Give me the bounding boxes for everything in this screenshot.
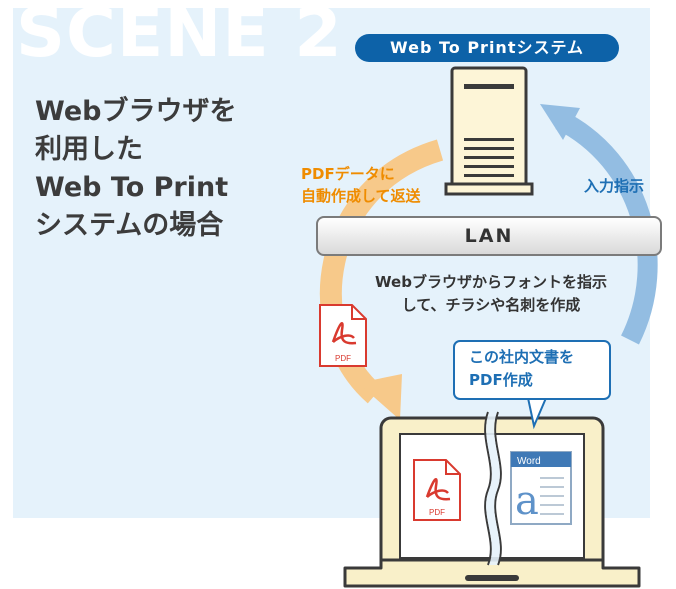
break-line	[484, 411, 492, 566]
instruction-label: 入力指示	[584, 177, 645, 195]
heading-line-2: 利用した	[35, 134, 143, 165]
word-document-icon: Word a	[510, 451, 572, 525]
description-line-2: して、チラシや名刺を作成	[401, 296, 581, 314]
description-text: Webブラウザからフォントを指示 して、チラシや名刺を作成	[336, 271, 646, 317]
word-icon-title: Word	[517, 456, 541, 467]
word-icon-glyph: a	[515, 478, 539, 524]
heading-line-3: Web To Print	[35, 172, 229, 203]
speech-bubble: この社内文書を PDF作成	[453, 340, 611, 400]
bubble-line-1: この社内文書を	[469, 348, 575, 366]
return-label: PDFデータに 自動作成して返送	[301, 163, 421, 207]
heading-line-4: システムの場合	[35, 210, 224, 241]
return-arrowhead	[358, 374, 402, 420]
instruction-arrowhead	[540, 104, 580, 140]
description-line-1: Webブラウザからフォントを指示	[375, 273, 607, 291]
pdf-file-icon: PDF	[319, 304, 367, 367]
laptop-pdf-icon: PDF	[413, 459, 461, 521]
svg-text:PDF: PDF	[429, 508, 445, 517]
server-icon	[444, 66, 534, 196]
return-label-line-2: 自動作成して返送	[301, 187, 421, 205]
instruction-arrow	[555, 111, 658, 345]
lan-bar: LAN	[316, 216, 662, 256]
system-badge: Web To Printシステム	[355, 34, 619, 62]
scene-heading: Webブラウザを 利用した Web To Print システムの場合	[35, 93, 236, 245]
scene-label: SCENE 2	[16, 0, 343, 73]
laptop-icon: PDF Word a	[343, 411, 641, 588]
return-label-line-1: PDFデータに	[301, 165, 395, 183]
pdf-icon-text: PDF	[335, 354, 351, 363]
heading-line-1: Webブラウザを	[35, 96, 237, 127]
bubble-line-2: PDF作成	[469, 371, 533, 389]
